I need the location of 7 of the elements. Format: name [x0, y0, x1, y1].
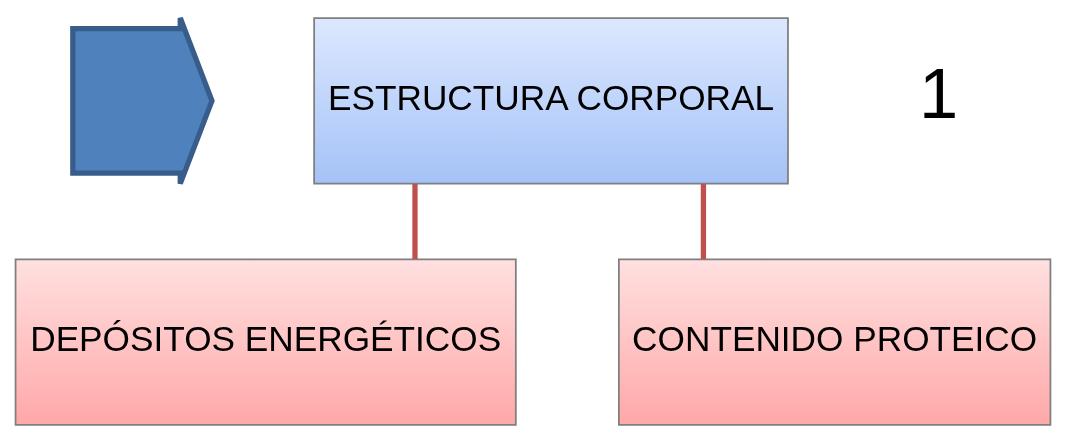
- node-box: DEPÓSITOS ENERGÉTICOS: [14, 258, 517, 426]
- node-box: ESTRUCTURA CORPORAL: [313, 16, 789, 184]
- node-arrow: [70, 14, 215, 186]
- node-box: CONTENIDO PROTEICO: [618, 258, 1052, 426]
- connector: [412, 183, 418, 259]
- label: 1: [918, 53, 959, 133]
- connector: [700, 183, 707, 259]
